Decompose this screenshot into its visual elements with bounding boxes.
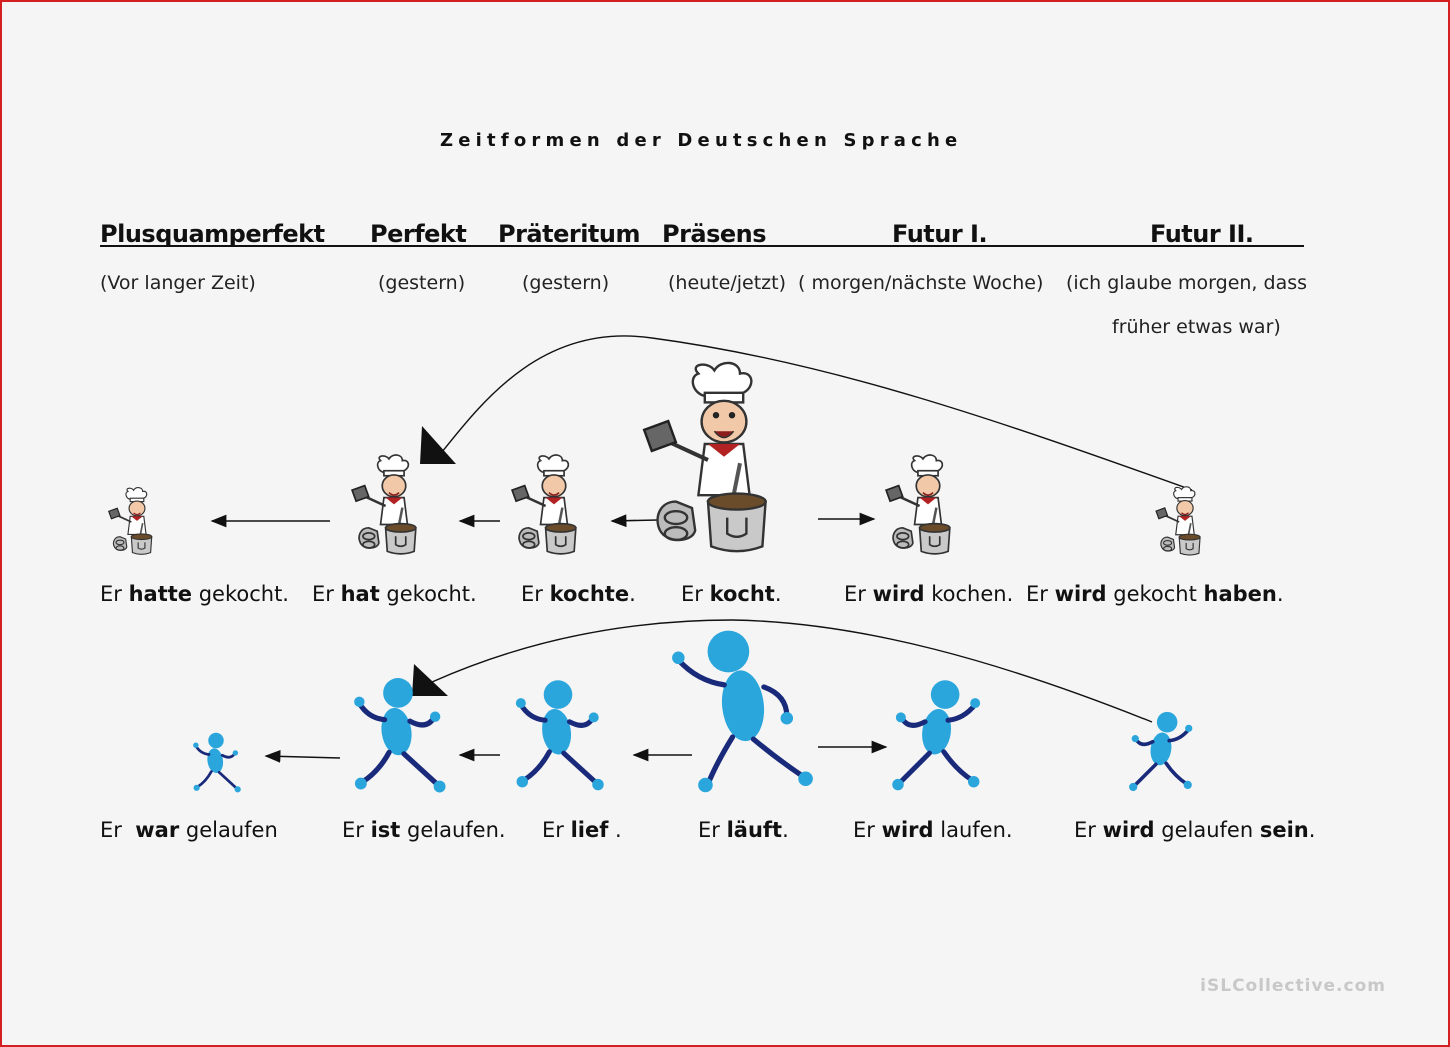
sentence-laufen-plusquamperfekt: Er war gelaufen bbox=[100, 818, 278, 842]
arrowhead-icon bbox=[420, 426, 456, 464]
tense-header-praesens: Präsens bbox=[662, 220, 767, 248]
runner-icon bbox=[354, 678, 446, 793]
curve-futur2-to-perfekt-laufen bbox=[431, 619, 1153, 723]
chef-icon bbox=[884, 454, 951, 555]
hint-praesens: (heute/jetzt) bbox=[668, 272, 786, 294]
runner-icon bbox=[193, 732, 241, 793]
sentence-laufen-perfekt: Er ist gelaufen. bbox=[342, 818, 506, 842]
hint-futur2-line1: (ich glaube morgen, dass bbox=[1066, 272, 1308, 294]
chef-icon bbox=[1155, 486, 1201, 556]
chef-icon bbox=[642, 361, 767, 553]
sentence-kochen-futur1: Er wird kochen. bbox=[844, 582, 1014, 606]
sentence-kochen-praesens: Er kocht. bbox=[681, 582, 782, 606]
page-title: Zeitformen der Deutschen Sprache bbox=[440, 130, 963, 151]
sentence-laufen-futur1: Er wird laufen. bbox=[853, 818, 1013, 842]
sentence-laufen-praeteritum: Er lief . bbox=[542, 818, 622, 842]
curve-futur2-to-perfekt-kochen bbox=[437, 335, 1193, 491]
runner-icon bbox=[1129, 711, 1193, 792]
chef-icon bbox=[107, 487, 153, 555]
sentence-kochen-praeteritum: Er kochte. bbox=[521, 582, 636, 606]
tense-header-futur2: Futur II. bbox=[1150, 220, 1254, 248]
arrowhead-icon bbox=[412, 664, 448, 696]
tense-header-futur1: Futur I. bbox=[892, 220, 988, 248]
hint-praeteritum: (gestern) bbox=[522, 272, 610, 294]
runner-icon bbox=[515, 680, 604, 791]
chef-icon bbox=[350, 454, 417, 555]
sentence-laufen-futur2: Er wird gelaufen sein. bbox=[1074, 818, 1316, 842]
runner-icon bbox=[672, 630, 813, 793]
hint-futur1: ( morgen/nächste Woche) bbox=[798, 272, 1044, 294]
runner-icon bbox=[892, 680, 981, 791]
sentence-kochen-futur2: Er wird gekocht haben. bbox=[1026, 582, 1284, 606]
hint-plusquamperfekt: (Vor langer Zeit) bbox=[100, 272, 256, 294]
tense-header-perfekt: Perfekt bbox=[370, 220, 467, 248]
hint-futur2-line2: früher etwas war) bbox=[1112, 316, 1281, 338]
arrow-left-icon bbox=[610, 514, 659, 528]
chef-icon bbox=[510, 454, 577, 555]
sentence-kochen-plusquamperfekt: Er hatte gekocht. bbox=[100, 582, 289, 606]
sentence-kochen-perfekt: Er hat gekocht. bbox=[312, 582, 477, 606]
header-underline bbox=[100, 245, 1304, 247]
sentence-laufen-praesens: Er läuft. bbox=[698, 818, 789, 842]
hint-perfekt: (gestern) bbox=[378, 272, 466, 294]
tense-header-praeteritum: Präteritum bbox=[498, 220, 641, 248]
watermark: iSLCollective.com bbox=[1200, 976, 1386, 996]
tense-header-plusquamperfekt: Plusquamperfekt bbox=[100, 220, 325, 248]
arrow-left-icon bbox=[264, 749, 341, 763]
